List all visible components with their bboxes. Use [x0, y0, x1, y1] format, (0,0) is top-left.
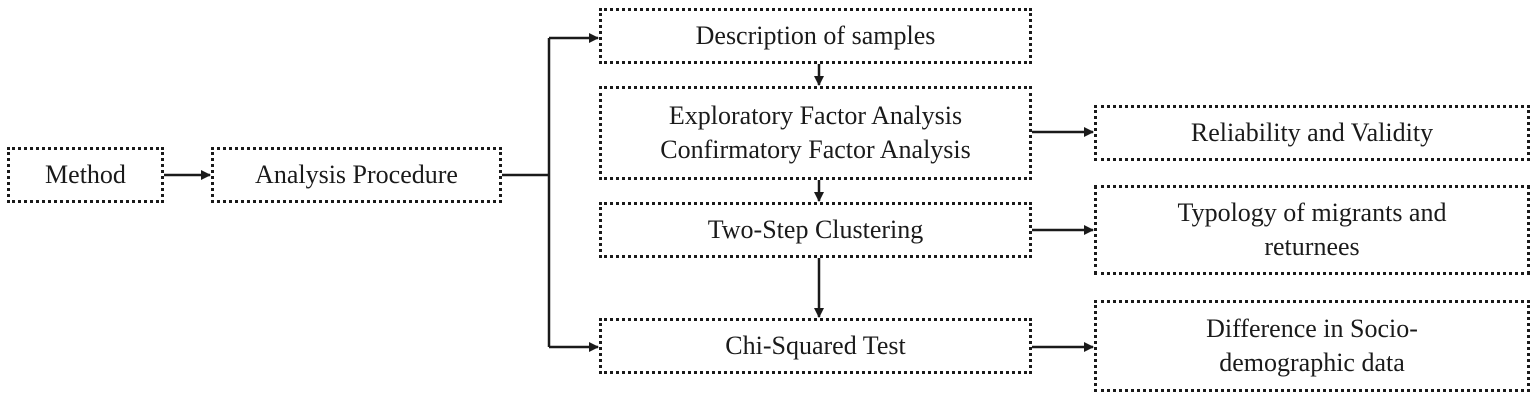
- factor-analysis-box: Exploratory Factor Analysis Confirmatory…: [599, 86, 1032, 180]
- analysis-procedure-label: Analysis Procedure: [255, 160, 458, 189]
- method-box: Method: [7, 147, 164, 203]
- exploratory-factor-analysis-label: Exploratory Factor Analysis: [668, 101, 963, 130]
- chi-squared-test-label: Chi-Squared Test: [725, 331, 906, 360]
- confirmatory-factor-analysis-label: Confirmatory Factor Analysis: [660, 135, 971, 164]
- description-of-samples-label: Description of samples: [695, 21, 936, 50]
- difference-label-line-2: demographic data: [1219, 348, 1405, 377]
- description-of-samples-box: Description of samples: [599, 8, 1032, 64]
- difference-socio-demographic-box: Difference in Socio- demographic data: [1094, 300, 1530, 392]
- analysis-procedure-box: Analysis Procedure: [211, 147, 502, 203]
- two-step-clustering-box: Two-Step Clustering: [599, 202, 1032, 258]
- method-label: Method: [45, 160, 126, 189]
- reliability-validity-label: Reliability and Validity: [1190, 118, 1434, 147]
- typology-label-line-2: returnees: [1264, 232, 1360, 261]
- difference-label-line-1: Difference in Socio-: [1206, 314, 1418, 343]
- reliability-validity-box: Reliability and Validity: [1094, 105, 1530, 161]
- typology-label-line-1: Typology of migrants and: [1177, 198, 1447, 227]
- chi-squared-test-box: Chi-Squared Test: [599, 318, 1032, 374]
- two-step-clustering-label: Two-Step Clustering: [707, 215, 924, 244]
- typology-box: Typology of migrants and returnees: [1094, 185, 1530, 275]
